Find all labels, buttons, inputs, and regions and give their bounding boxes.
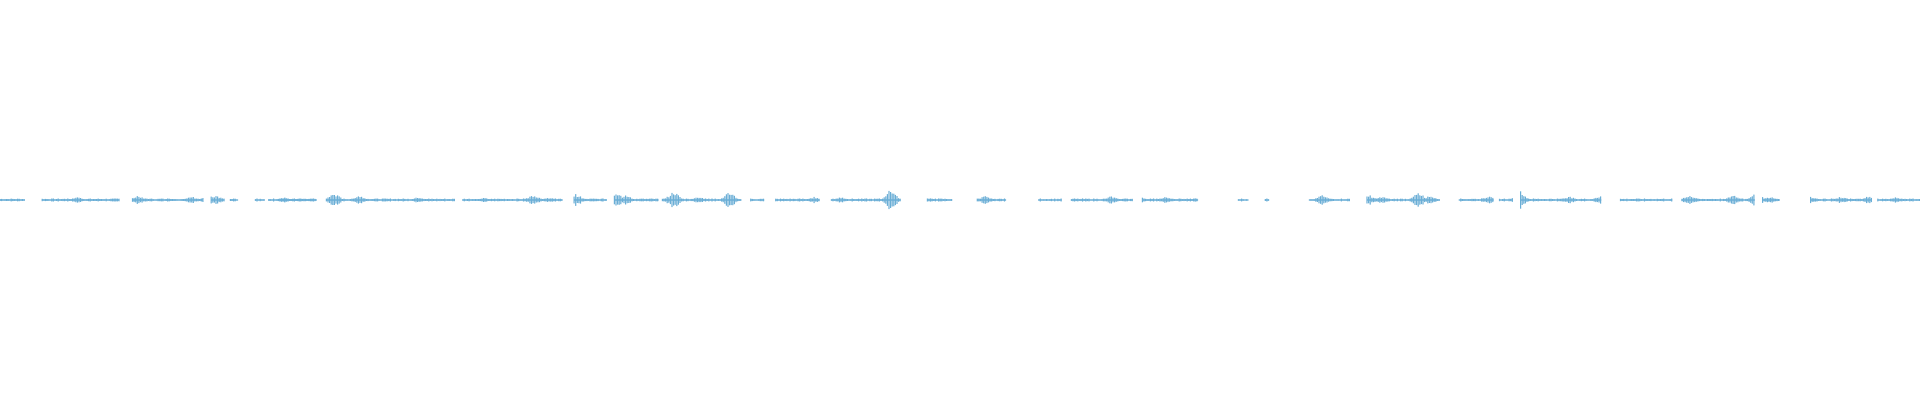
waveform-bars: [0, 190, 1920, 210]
